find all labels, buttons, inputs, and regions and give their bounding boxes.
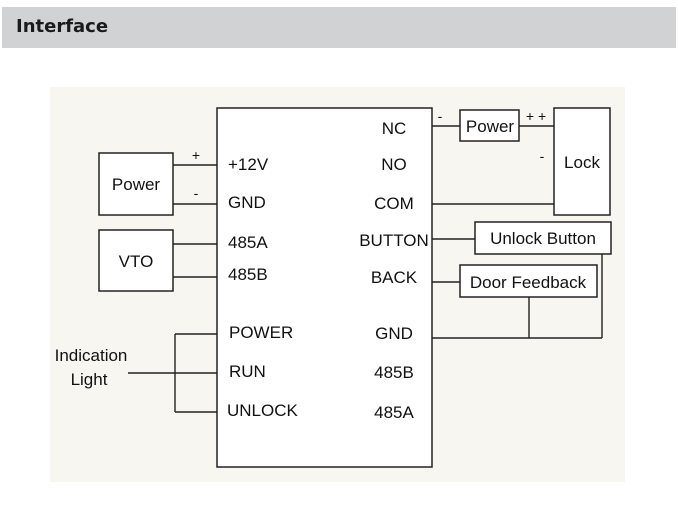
pin-back: BACK — [371, 268, 418, 287]
vto-box — [98, 229, 174, 292]
pin-unlock: UNLOCK — [227, 401, 299, 420]
power-supply-left-label: Power — [112, 175, 161, 194]
section-title: Interface — [16, 16, 109, 37]
polarity-plus-left: + — [192, 147, 200, 163]
pin-485b-left: 485B — [228, 265, 268, 284]
pin-button: BUTTON — [359, 231, 429, 250]
power-supply-left-box — [98, 152, 174, 216]
vto-label: VTO — [119, 252, 154, 271]
pin-power: POWER — [229, 323, 293, 342]
polarity-plus-right: + + — [526, 108, 546, 124]
indication-light-label-line2: Light — [71, 370, 108, 389]
pin-12v: +12V — [228, 155, 269, 174]
polarity-minus-right: - — [438, 108, 443, 124]
pin-485a-left: 485A — [228, 233, 268, 252]
pin-run: RUN — [229, 362, 266, 381]
lock-box — [553, 107, 611, 216]
door-feedback-label: Door Feedback — [470, 273, 587, 292]
power-supply-right-box — [459, 109, 520, 142]
pin-nc: NC — [382, 119, 407, 138]
pin-gnd-left: GND — [228, 193, 266, 212]
main-unit-box — [216, 107, 433, 468]
unlock-button-label: Unlock Button — [490, 229, 596, 248]
door-feedback-box — [459, 264, 598, 298]
pin-com: COM — [374, 194, 414, 213]
pin-gnd-right: GND — [375, 324, 413, 343]
pin-485b-right: 485B — [374, 363, 414, 382]
pin-no: NO — [381, 155, 407, 174]
lock-label: Lock — [564, 153, 600, 172]
indication-light-label-line1: Indication — [55, 346, 128, 365]
polarity-minus-lock: - — [540, 148, 545, 164]
unlock-button-box — [474, 221, 612, 255]
pin-485a-right: 485A — [374, 403, 414, 422]
section-header: Interface — [2, 7, 676, 48]
polarity-minus-left: - — [194, 185, 199, 201]
power-supply-right-label: Power — [466, 117, 515, 136]
